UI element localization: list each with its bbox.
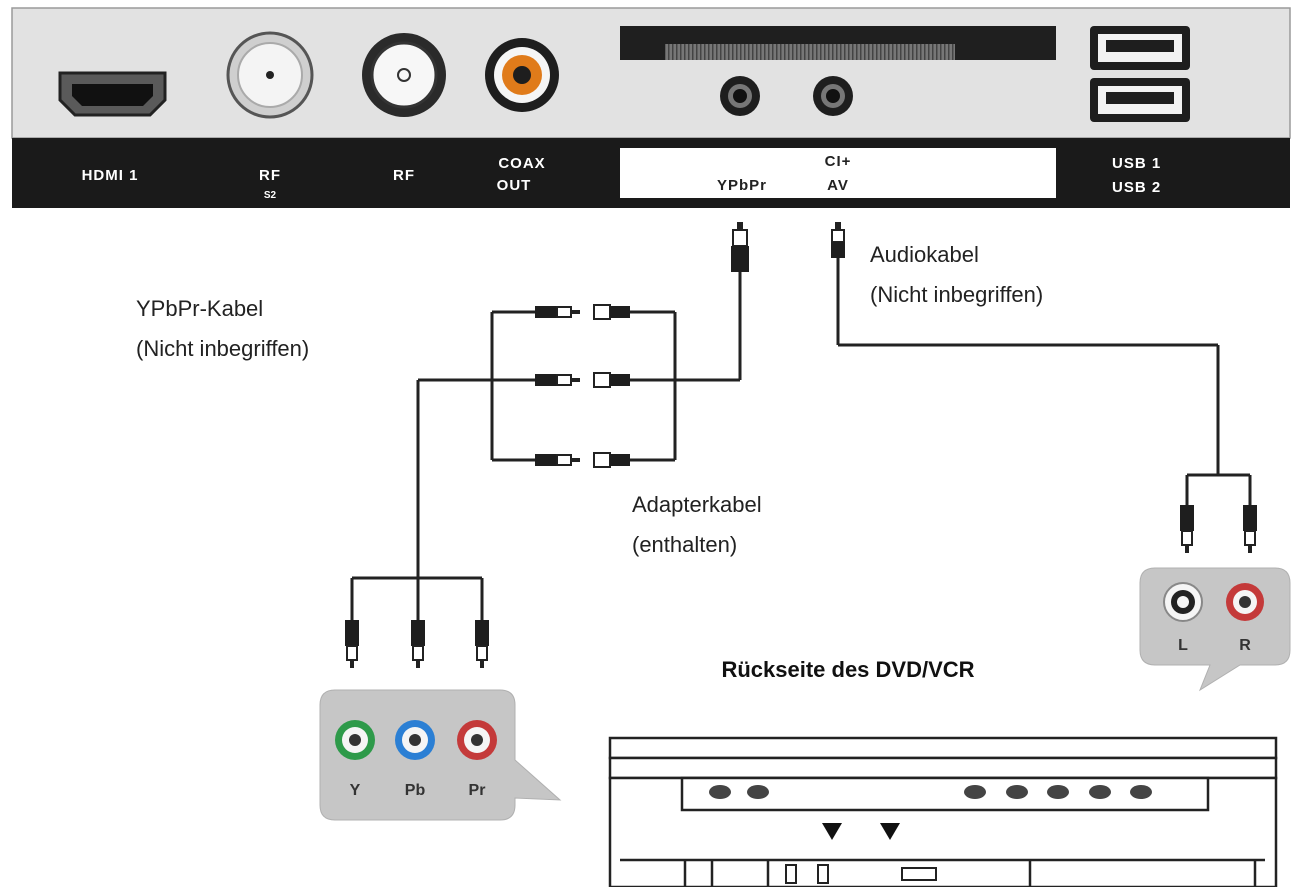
plug-pb [411, 620, 425, 668]
ypbpr-cable-name: YPbPr-Kabel [136, 296, 263, 321]
coax-out-port [485, 38, 559, 112]
hdmi-port [58, 71, 167, 117]
label-coax: COAX [498, 155, 545, 172]
jack-pr [457, 720, 497, 760]
label-av: AV [827, 177, 849, 194]
label-ci-plus: CI+ [825, 153, 852, 170]
label-hdmi1: HDMI 1 [82, 167, 139, 184]
jack-pb [395, 720, 435, 760]
adapter-pair-bottom [535, 452, 630, 468]
label-coax-out: OUT [497, 177, 532, 194]
ypbpr-cable-note: (Nicht inbegriffen) [136, 336, 309, 361]
usb1-port [1090, 26, 1190, 70]
audio-cable-name: Audiokabel [870, 242, 979, 267]
jack-audio-l [1163, 582, 1203, 622]
ci-plus-slot [620, 26, 1056, 60]
plug-y [345, 620, 359, 668]
label-rf-s2-sub: S2 [264, 190, 277, 201]
jack-audio-r [1226, 583, 1264, 621]
audio-cable-note: (Nicht inbegriffen) [870, 282, 1043, 307]
label-rf: RF [393, 167, 415, 184]
rf-port [362, 33, 446, 117]
dvd-vcr-device [608, 736, 1278, 887]
jack-label-r: R [1239, 637, 1251, 654]
label-usb2: USB 2 [1112, 179, 1161, 196]
label-usb1: USB 1 [1112, 155, 1161, 172]
ypbpr-av-label-box [620, 148, 1056, 198]
audio-jack-callout: L R [1139, 567, 1291, 692]
av-jack [813, 76, 853, 116]
plug-audio-r [1243, 505, 1257, 553]
label-rf-s2: RF [259, 167, 281, 184]
jack-label-pr: Pr [469, 782, 486, 799]
label-ypbpr: YPbPr [717, 177, 767, 194]
tv-rear-panel: HDMI 1 RF S2 RF COAX OUT CI+ YPbPr AV US… [11, 7, 1291, 208]
usb2-port [1090, 78, 1190, 122]
ypbpr-cable [345, 222, 749, 668]
jack-label-l: L [1178, 637, 1188, 654]
video-jack-callout: Y Pb Pr [319, 689, 562, 821]
adapter-pair-middle [535, 372, 630, 388]
jack-y [335, 720, 375, 760]
plug-audio-l [1180, 505, 1194, 553]
jack-label-y: Y [350, 782, 361, 799]
adapter-cable [490, 304, 677, 468]
adapter-cable-note: (enthalten) [632, 532, 737, 557]
plug-pr [475, 620, 489, 668]
rf-s2-port [226, 31, 314, 119]
adapter-pair-top [535, 304, 630, 320]
device-title: Rückseite des DVD/VCR [721, 657, 974, 682]
audio-cable [831, 222, 1257, 553]
jack-label-pb: Pb [405, 782, 426, 799]
ypbpr-jack [720, 76, 760, 116]
adapter-cable-name: Adapterkabel [632, 492, 762, 517]
